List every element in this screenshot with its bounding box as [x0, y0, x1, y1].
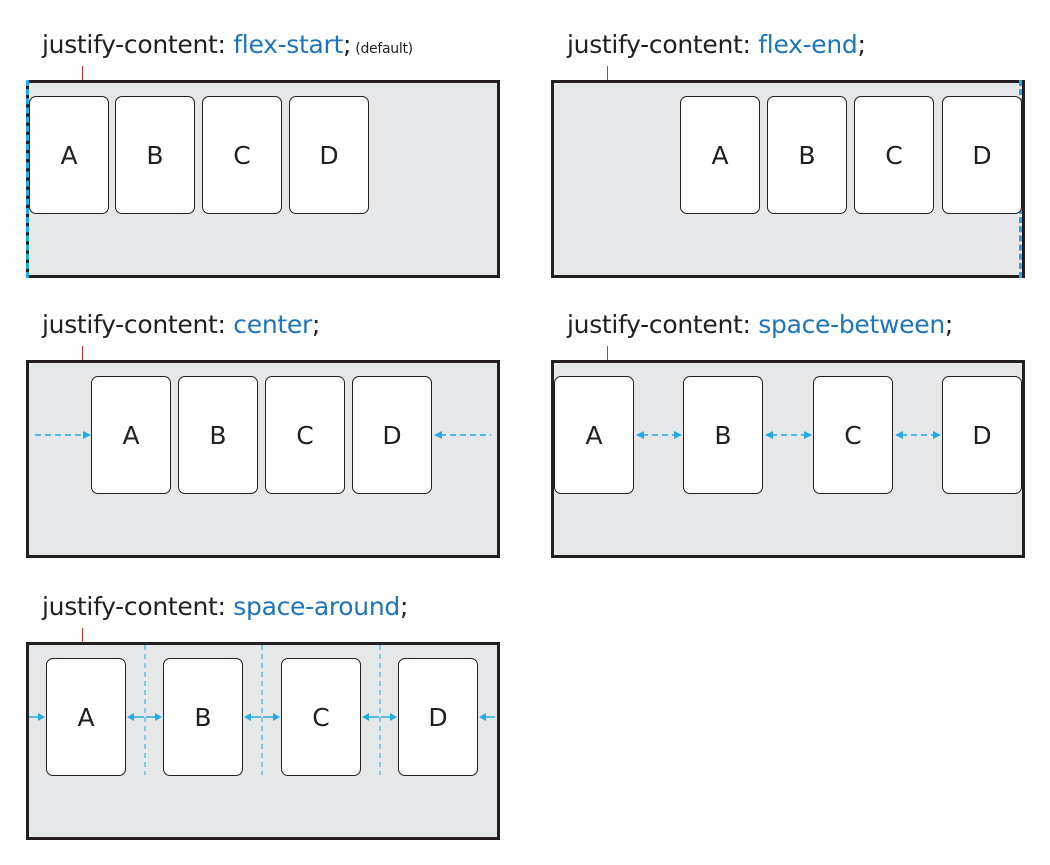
flex-item-d: D: [352, 376, 432, 494]
panel-title: justify-content: space-between;: [567, 310, 953, 340]
flex-item-a: A: [680, 96, 760, 214]
flex-container: A B C D: [551, 360, 1025, 558]
flex-container: A B C D: [26, 360, 500, 558]
flex-item-c: C: [854, 96, 934, 214]
property-value: center: [233, 310, 312, 339]
semicolon: ;: [311, 310, 321, 339]
flex-item-b: B: [163, 658, 243, 776]
flex-item-c: C: [202, 96, 282, 214]
property-value: flex-end: [758, 30, 858, 59]
start-marker: [82, 628, 83, 642]
gap-arrow-a-b: [636, 431, 682, 439]
flex-item-b: B: [115, 96, 195, 214]
property-value: space-around: [233, 592, 400, 621]
flex-item-d: D: [942, 96, 1022, 214]
panel-title: justify-content: flex-start; (default): [42, 30, 413, 64]
property-name: justify-content:: [567, 310, 759, 339]
property-value: space-between: [758, 310, 945, 339]
flex-container: A B C D: [551, 80, 1025, 278]
right-spacing-arrow: [434, 431, 491, 439]
flex-container: A B C D: [26, 642, 500, 840]
main-start-edge-guide: [26, 80, 29, 278]
flex-item-d: D: [398, 658, 478, 776]
semicolon: ;: [399, 592, 409, 621]
flex-container: A B C D: [26, 80, 500, 278]
flex-item-b: B: [767, 96, 847, 214]
semicolon: ;: [944, 310, 953, 339]
flex-item-a: A: [91, 376, 171, 494]
flex-item-d: D: [289, 96, 369, 214]
property-value: flex-start: [233, 30, 344, 59]
start-marker: [607, 66, 608, 80]
flex-item-a: A: [29, 96, 109, 214]
start-marker: [82, 66, 83, 80]
default-note: (default): [351, 41, 413, 57]
property-name: justify-content:: [42, 30, 234, 59]
panel-title: justify-content: center;: [42, 310, 320, 340]
property-name: justify-content:: [42, 592, 234, 621]
flex-item-c: C: [281, 658, 361, 776]
flex-item-b: B: [683, 376, 763, 494]
start-marker: [82, 346, 83, 360]
panel-title: justify-content: flex-end;: [567, 30, 866, 60]
panel-title: justify-content: space-around;: [42, 592, 408, 622]
semicolon: ;: [857, 30, 866, 59]
gap-arrow-b-c: [765, 431, 812, 439]
property-name: justify-content:: [567, 30, 759, 59]
flex-item-a: A: [554, 376, 634, 494]
start-marker: [607, 346, 608, 360]
flex-item-d: D: [942, 376, 1022, 494]
flex-item-a: A: [46, 658, 126, 776]
left-spacing-arrow: [35, 431, 91, 439]
flex-item-b: B: [178, 376, 258, 494]
flex-item-c: C: [265, 376, 345, 494]
flex-item-c: C: [813, 376, 893, 494]
gap-arrow-c-d: [895, 431, 941, 439]
semicolon: ;: [343, 30, 352, 59]
property-name: justify-content:: [42, 310, 234, 339]
